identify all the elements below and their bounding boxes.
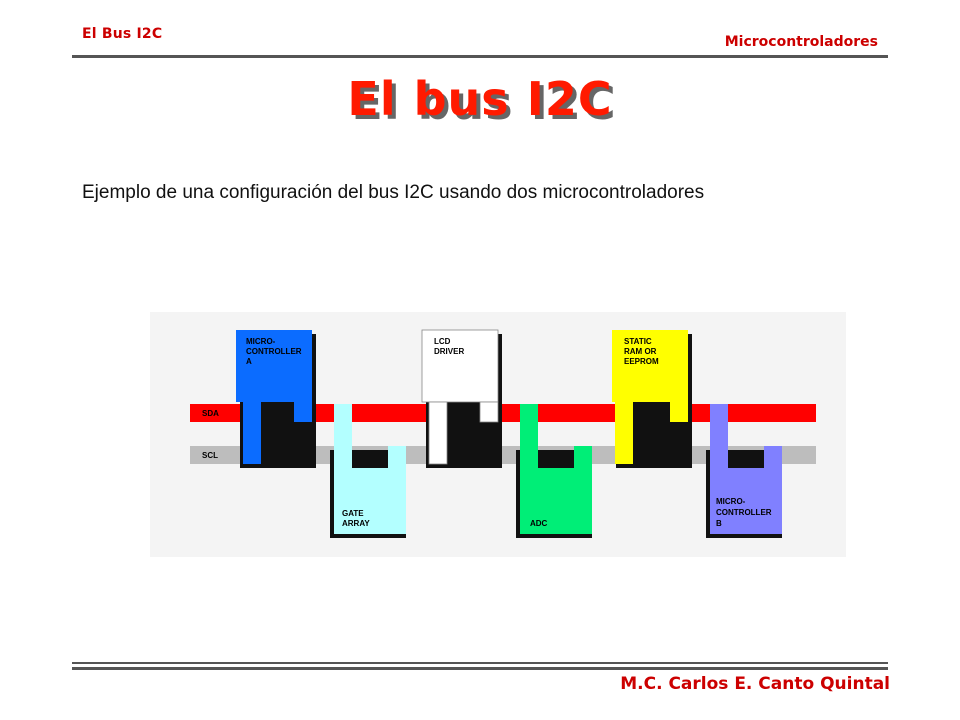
sda-connector	[710, 404, 728, 468]
scl-connector	[428, 401, 448, 465]
device-label-line: DRIVER	[434, 347, 464, 356]
device-micro-controller-a: MICRO- CONTROLLER A	[236, 330, 316, 468]
scl-connector	[615, 402, 633, 464]
footer-rule-bottom	[72, 667, 888, 670]
sda-connector	[670, 402, 688, 422]
sda-connector	[334, 404, 352, 468]
scl-connector	[764, 446, 782, 468]
header-right: Microcontroladores	[724, 34, 878, 50]
device-body	[334, 468, 406, 534]
footer-rule-top	[72, 662, 888, 664]
device-label-line: ARRAY	[342, 519, 370, 528]
footer-author: M.C. Carlos E. Canto Quintal	[620, 674, 890, 694]
device-label-line: MICRO-	[246, 337, 276, 346]
device-body	[520, 468, 592, 534]
device-label-line: CONTROLLER	[716, 508, 772, 517]
sda-connector	[520, 404, 538, 468]
device-label-line: A	[246, 357, 252, 366]
device-micro-controller-b: MICRO- CONTROLLER B	[706, 404, 782, 538]
scl-label: SCL	[202, 451, 218, 460]
device-body	[612, 330, 688, 402]
scl-connector	[388, 446, 406, 468]
scl-connector	[574, 446, 592, 468]
device-label-line: ADC	[530, 519, 548, 528]
sda-connector	[479, 401, 499, 423]
device-static-ram-eeprom: STATIC RAM OR EEPROM	[612, 330, 692, 468]
device-label-line: B	[716, 519, 722, 528]
device-label-line: STATIC	[624, 337, 652, 346]
subtitle: Ejemplo de una configuración del bus I2C…	[82, 182, 705, 203]
device-body	[710, 468, 782, 534]
device-label-line: LCD	[434, 337, 451, 346]
device-lcd-driver: LCD DRIVER	[421, 329, 502, 468]
i2c-bus-diagram: SDA SCL MICRO- CONTROLLER A GATE ARRAY L…	[150, 312, 846, 557]
device-body	[236, 330, 312, 402]
header-rule	[72, 55, 888, 58]
device-gate-array: GATE ARRAY	[330, 404, 406, 538]
device-label-line: MICRO-	[716, 497, 746, 506]
scl-connector	[243, 402, 261, 464]
sda-connector	[294, 402, 312, 422]
device-label-line: EEPROM	[624, 357, 659, 366]
device-adc: ADC	[516, 404, 592, 538]
header-left: El Bus I2C	[82, 26, 163, 42]
device-label-line: GATE	[342, 509, 364, 518]
page-title: El bus I2C	[347, 72, 613, 126]
device-label-line: RAM OR	[624, 347, 657, 356]
sda-label: SDA	[202, 409, 219, 418]
device-body	[421, 329, 499, 403]
device-label-line: CONTROLLER	[246, 347, 302, 356]
